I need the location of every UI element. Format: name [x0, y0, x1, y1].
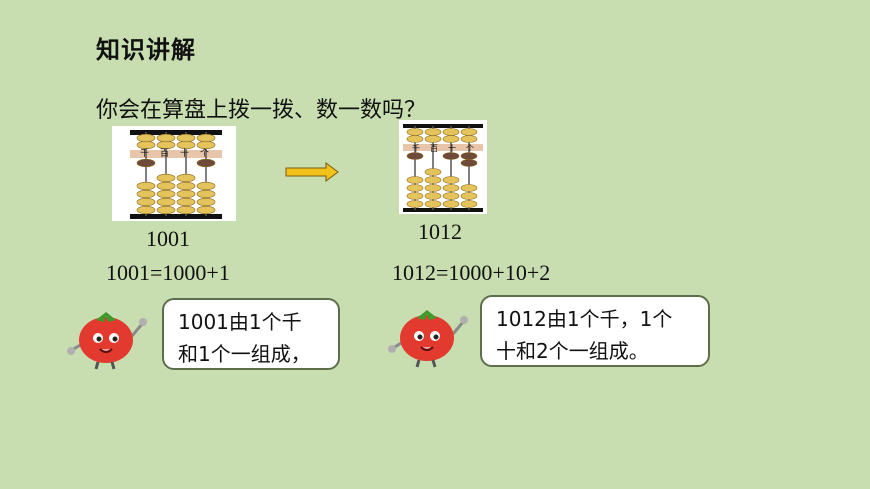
abacus-bead [156, 197, 176, 207]
right-bubble-line2: 十和2个一组成。 [496, 339, 649, 363]
abacus-bead [156, 173, 176, 183]
left-abacus-beads [136, 133, 216, 215]
label-tens: 十 [180, 149, 190, 159]
label-tens: 十 [448, 144, 456, 153]
abacus-bead [136, 197, 156, 207]
abacus-bead [424, 135, 442, 143]
tomato-mascot-icon [67, 312, 147, 370]
label-thousands: 千 [140, 149, 150, 159]
abacus-bead [406, 184, 424, 192]
left-abacus [112, 126, 236, 221]
abacus-bead-active [460, 159, 478, 167]
abacus-bead [176, 197, 196, 207]
abacus-bead [424, 200, 442, 208]
question-text: 你会在算盘上拨一拨、数一数吗？ [96, 98, 427, 123]
abacus-bead [424, 192, 442, 200]
right-arrow-icon [285, 162, 339, 182]
abacus-bead [176, 140, 196, 150]
abacus-bead [442, 192, 460, 200]
abacus-bead [460, 200, 478, 208]
abacus-bead-active [406, 152, 424, 160]
abacus-bead [176, 173, 196, 183]
abacus-bead [176, 205, 196, 215]
right-abacus [399, 120, 487, 214]
abacus-bead [196, 205, 216, 215]
abacus-bead [406, 135, 424, 143]
label-ones: 个 [466, 144, 474, 153]
abacus-bead [176, 133, 196, 143]
right-bubble-line1: 1012由1个千，1个 [496, 307, 673, 331]
left-speech-bubble: 1001由1个千 和1个一组成， [162, 298, 340, 370]
abacus-bead [442, 128, 460, 136]
abacus-bead [406, 176, 424, 184]
left-abacus-labels: 千 百 十 个 [130, 146, 230, 159]
abacus-bead [176, 189, 196, 199]
abacus-bead [136, 189, 156, 199]
abacus-bead-active [136, 158, 156, 168]
abacus-bead [460, 128, 478, 136]
label-ones: 个 [200, 149, 210, 159]
abacus-bead [136, 140, 156, 150]
abacus-bead [424, 176, 442, 184]
abacus-bead [442, 135, 460, 143]
abacus-bead [460, 135, 478, 143]
abacus-bead [406, 192, 424, 200]
right-number: 1012 [418, 219, 462, 244]
abacus-bead [196, 181, 216, 191]
abacus-bead [156, 140, 176, 150]
label-hundreds: 百 [430, 144, 438, 153]
abacus-bead [196, 133, 216, 143]
left-abacus-frame [112, 126, 236, 221]
right-abacus-labels: 千 百 十 个 [409, 143, 489, 155]
abacus-bead [442, 200, 460, 208]
abacus-bead [406, 200, 424, 208]
right-speech-bubble: 1012由1个千，1个 十和2个一组成。 [480, 295, 710, 367]
abacus-bead [424, 184, 442, 192]
label-thousands: 千 [412, 144, 420, 153]
abacus-bead [196, 140, 216, 150]
abacus-bead [156, 205, 176, 215]
abacus-bead [136, 133, 156, 143]
right-abacus-beads [406, 128, 478, 208]
left-bubble-line2: 和1个一组成， [178, 342, 311, 366]
abacus-bead [156, 189, 176, 199]
left-number: 1001 [146, 226, 190, 251]
abacus-bead-active [196, 158, 216, 168]
abacus-bead [424, 128, 442, 136]
tomato-mascot-icon [388, 310, 468, 368]
right-equation: 1012=1000+10+2 [392, 260, 551, 285]
label-hundreds: 百 [160, 149, 170, 159]
abacus-bead [442, 176, 460, 184]
left-equation: 1001=1000+1 [106, 260, 230, 285]
abacus-bead [406, 128, 424, 136]
abacus-bead [460, 192, 478, 200]
abacus-bead [442, 184, 460, 192]
abacus-bead [196, 189, 216, 199]
abacus-bead [136, 181, 156, 191]
left-bubble-line1: 1001由1个千 [178, 310, 302, 334]
abacus-bead [176, 181, 196, 191]
section-heading: 知识讲解 [96, 36, 196, 64]
abacus-bead [136, 205, 156, 215]
abacus-bead [196, 197, 216, 207]
abacus-bead [460, 184, 478, 192]
abacus-bead [156, 181, 176, 191]
abacus-bead [424, 168, 442, 176]
abacus-bead [156, 133, 176, 143]
abacus-bead-active [442, 152, 460, 160]
